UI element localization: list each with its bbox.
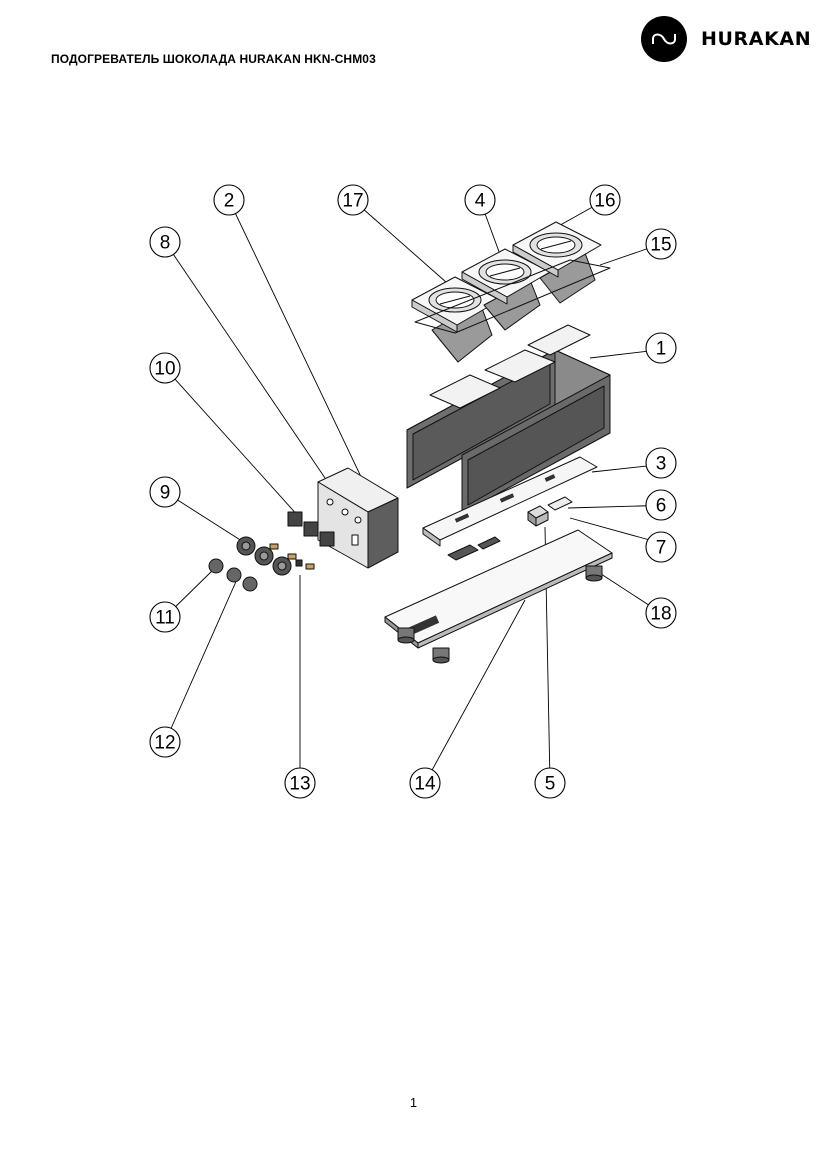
callout-5: 5 xyxy=(534,767,566,799)
part-relays xyxy=(447,496,573,561)
svg-text:4: 4 xyxy=(475,191,486,212)
callout-15: 15 xyxy=(645,228,677,260)
document-title: ПОДОГРЕВАТЕЛЬ ШОКОЛАДА HURAKAN HKN-CHM03 xyxy=(51,52,376,66)
logo-wordmark: HURAKAN xyxy=(701,27,812,50)
svg-text:8: 8 xyxy=(160,233,171,254)
svg-text:2: 2 xyxy=(224,191,235,212)
callout-12: 12 xyxy=(149,726,181,758)
svg-text:13: 13 xyxy=(289,774,310,795)
part-feet xyxy=(397,565,603,664)
svg-text:5: 5 xyxy=(545,774,556,795)
part-base-tray xyxy=(422,456,598,547)
callout-11: 11 xyxy=(149,601,181,633)
callout-9: 9 xyxy=(149,476,181,508)
svg-text:3: 3 xyxy=(656,454,667,475)
callout-1: 1 xyxy=(645,332,677,364)
callout-16: 16 xyxy=(589,184,621,216)
svg-text:7: 7 xyxy=(656,538,667,559)
callout-18: 18 xyxy=(645,597,677,629)
hurakan-wave-icon xyxy=(641,15,687,62)
callout-13: 13 xyxy=(284,767,316,799)
svg-text:17: 17 xyxy=(342,191,363,212)
page-number: 1 xyxy=(409,1095,418,1110)
svg-text:16: 16 xyxy=(594,191,615,212)
callout-3: 3 xyxy=(645,447,677,479)
svg-text:10: 10 xyxy=(154,359,175,380)
callout-7: 7 xyxy=(645,531,677,563)
callout-4: 4 xyxy=(464,184,496,216)
callout-8: 8 xyxy=(149,226,181,258)
svg-text:11: 11 xyxy=(155,608,175,629)
part-body-housing xyxy=(406,349,611,514)
leader-lines xyxy=(164,199,676,784)
callout-6: 6 xyxy=(645,489,677,521)
callout-10: 10 xyxy=(149,352,181,384)
svg-text:6: 6 xyxy=(656,496,667,517)
part-control-box xyxy=(317,467,399,569)
svg-text:9: 9 xyxy=(160,483,171,504)
svg-text:14: 14 xyxy=(414,774,436,795)
callout-14: 14 xyxy=(409,767,441,799)
brand-logo: HURAKAN xyxy=(641,15,812,62)
svg-text:18: 18 xyxy=(650,604,671,625)
part-heater-brackets xyxy=(429,324,591,409)
callout-2: 2 xyxy=(213,184,245,216)
part-switches xyxy=(287,511,335,547)
svg-text:1: 1 xyxy=(656,339,667,360)
part-bottom-plate xyxy=(384,529,613,649)
part-knobs xyxy=(208,536,315,592)
svg-text:15: 15 xyxy=(650,235,671,256)
svg-text:12: 12 xyxy=(154,733,175,754)
callout-17: 17 xyxy=(337,184,369,216)
part-gn-pans xyxy=(411,221,611,363)
